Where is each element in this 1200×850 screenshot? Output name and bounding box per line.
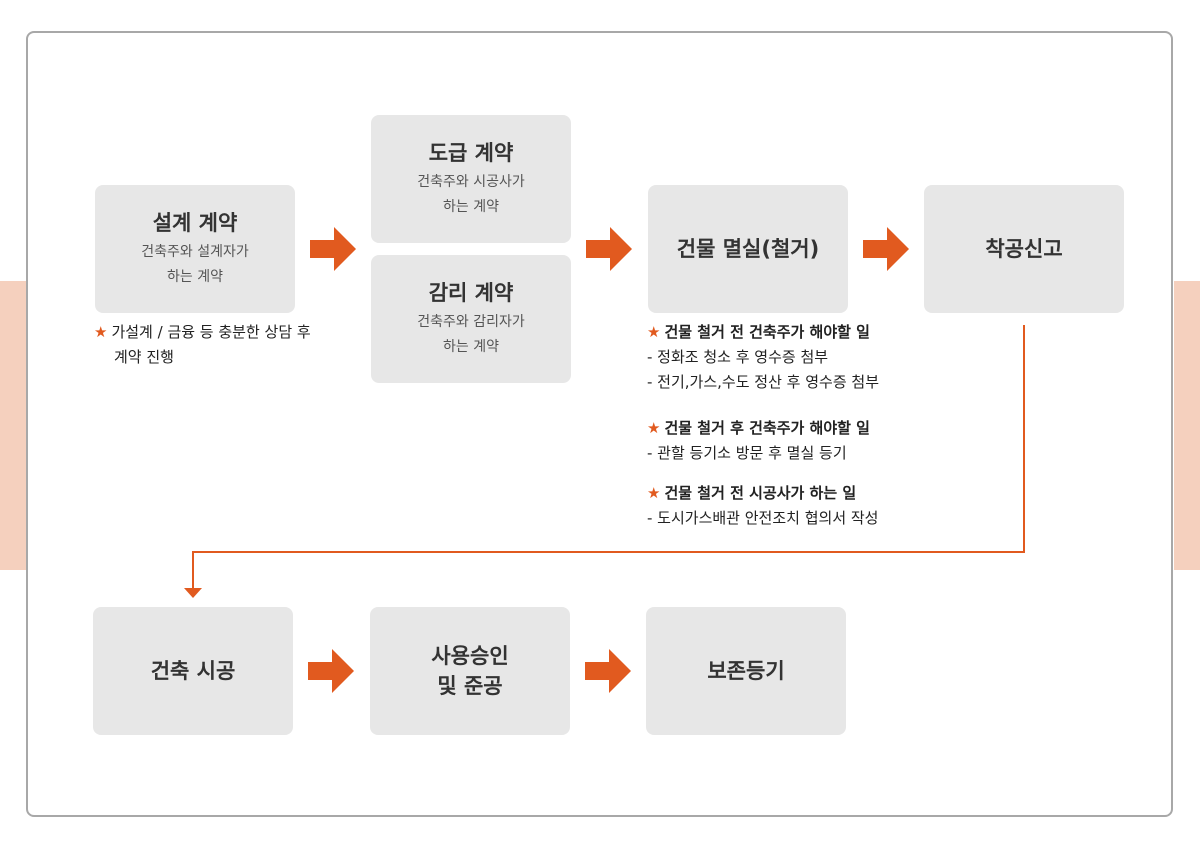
arrow-right-icon bbox=[585, 649, 631, 693]
box-title: 사용승인 및 준공 bbox=[431, 644, 509, 698]
star-icon: ★ bbox=[94, 323, 108, 341]
box-registration: 보존등기 bbox=[646, 607, 846, 735]
note-heading: ★건물 철거 전 시공사가 하는 일 bbox=[647, 481, 977, 506]
box-demolition: 건물 멸실(철거) bbox=[648, 185, 848, 313]
box-design-contract: 설계 계약 건축주와 설계자가 하는 계약 bbox=[95, 185, 295, 313]
note-text: 계약 진행 bbox=[114, 348, 174, 366]
note-demolition-before-contractor: ★건물 철거 전 시공사가 하는 일 - 도시가스배관 안전조치 협의서 작성 bbox=[647, 481, 977, 531]
box-subtitle: 건축주와 시공사가 하는 계약 bbox=[417, 174, 525, 215]
note-design: ★가설계 / 금융 등 충분한 상담 후 계약 진행 bbox=[94, 320, 354, 370]
box-title: 건물 멸실(철거) bbox=[676, 237, 820, 261]
box-title: 감리 계약 bbox=[428, 281, 514, 305]
note-heading-text: 건물 철거 후 건축주가 해야할 일 bbox=[664, 419, 870, 437]
arrow-right-icon bbox=[586, 227, 632, 271]
box-subtitle: 건축주와 감리자가 하는 계약 bbox=[417, 314, 525, 355]
box-title: 설계 계약 bbox=[152, 211, 238, 235]
arrow-right-icon bbox=[310, 227, 356, 271]
box-title: 건축 시공 bbox=[150, 659, 236, 683]
arrow-right-icon bbox=[863, 227, 909, 271]
note-item: - 정화조 청소 후 영수증 첨부 bbox=[647, 348, 829, 366]
note-heading-text: 건물 철거 전 시공사가 하는 일 bbox=[664, 484, 857, 502]
note-item: - 관할 등기소 방문 후 멸실 등기 bbox=[647, 444, 847, 462]
star-icon: ★ bbox=[647, 419, 661, 437]
side-band-left bbox=[0, 281, 26, 570]
box-start-report: 착공신고 bbox=[924, 185, 1124, 313]
note-heading-text: 건물 철거 전 건축주가 해야할 일 bbox=[664, 323, 870, 341]
box-construction: 건축 시공 bbox=[93, 607, 293, 735]
note-heading: ★건물 철거 전 건축주가 해야할 일 bbox=[647, 320, 977, 345]
note-item: - 전기,가스,수도 정산 후 영수증 첨부 bbox=[647, 373, 879, 391]
box-title: 착공신고 bbox=[985, 237, 1063, 261]
box-approval: 사용승인 및 준공 bbox=[370, 607, 570, 735]
note-demolition-after-owner: ★건물 철거 후 건축주가 해야할 일 - 관할 등기소 방문 후 멸실 등기 bbox=[647, 416, 977, 466]
connector-arrowhead-icon bbox=[184, 588, 202, 598]
note-demolition-before-owner: ★건물 철거 전 건축주가 해야할 일 - 정화조 청소 후 영수증 첨부 - … bbox=[647, 320, 977, 395]
note-text: 가설계 / 금융 등 충분한 상담 후 bbox=[111, 323, 311, 341]
note-line: ★가설계 / 금융 등 충분한 상담 후 bbox=[94, 320, 354, 345]
side-band-right bbox=[1174, 281, 1200, 570]
box-supervision-contract: 감리 계약 건축주와 감리자가 하는 계약 bbox=[371, 255, 571, 383]
note-item: - 도시가스배관 안전조치 협의서 작성 bbox=[647, 509, 879, 527]
star-icon: ★ bbox=[647, 323, 661, 341]
box-subtitle: 건축주와 설계자가 하는 계약 bbox=[141, 244, 249, 285]
box-title: 도급 계약 bbox=[428, 141, 514, 165]
arrow-right-icon bbox=[308, 649, 354, 693]
box-title: 보존등기 bbox=[707, 659, 785, 683]
star-icon: ★ bbox=[647, 484, 661, 502]
box-construction-contract: 도급 계약 건축주와 시공사가 하는 계약 bbox=[371, 115, 571, 243]
note-heading: ★건물 철거 후 건축주가 해야할 일 bbox=[647, 416, 977, 441]
